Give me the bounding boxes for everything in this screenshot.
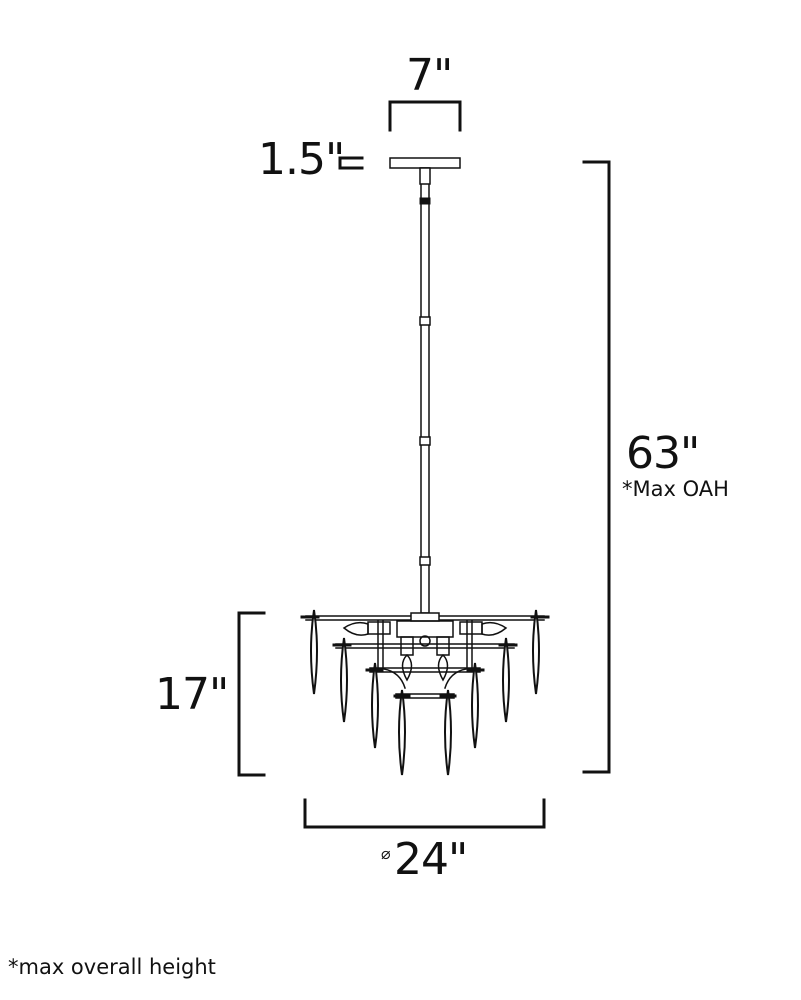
canopy-height-label: 1.5" [258,134,345,185]
diameter-label: 24" [394,834,468,885]
diameter-icon: ⌀ [381,844,391,863]
overall-height-bracket [582,160,611,774]
footnote: *max overall height [8,955,216,979]
canopy-width-bracket [388,100,462,132]
overall-height-note: *Max OAH [622,477,729,501]
canopy [389,157,461,169]
fixture-height-label: 17" [155,669,229,720]
canopy-height-bracket [338,156,364,170]
crystal-drops [300,609,550,776]
canopy-width-label: 7" [406,50,453,101]
fixture-height-bracket [237,611,266,777]
downrod [420,167,430,614]
overall-height-label: 63" [626,428,700,479]
chandelier-body [305,612,545,699]
diameter-bracket [303,798,546,829]
